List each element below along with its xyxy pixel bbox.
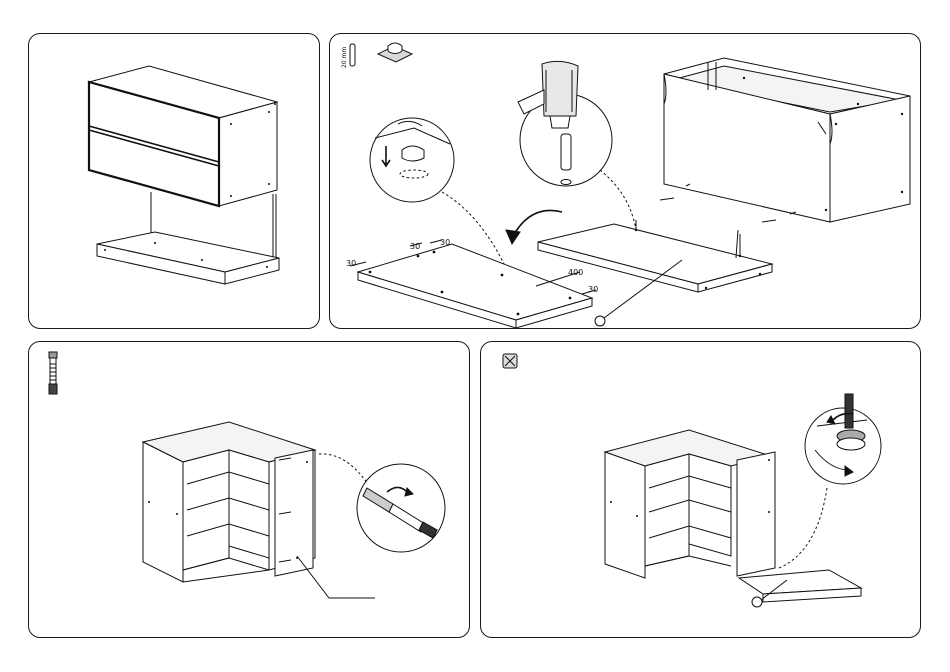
dowel-assembly-illustration: 20 mm: [330, 34, 921, 329]
step-panel-2: 20 mm: [329, 33, 921, 329]
dim-edge-30-mid: 30: [410, 242, 420, 251]
connector-bolt-icon: [49, 352, 57, 394]
dim-edge-30-left: 30: [346, 259, 356, 268]
dim-length-400: 400: [568, 268, 583, 277]
step-panel-4: [480, 341, 921, 638]
felt-pad-icon: [378, 43, 412, 62]
dim-edge-30-end: 30: [588, 285, 598, 294]
cam-lock-illustration: [481, 342, 921, 638]
screw-length-label: 20 mm: [341, 47, 348, 68]
flip-arrow-icon: [512, 210, 562, 238]
dim-edge-30-right: 30: [440, 238, 450, 247]
step-panel-3: [28, 341, 470, 638]
dowel-icon: [350, 44, 355, 66]
detail-circle-screwdriver: [357, 464, 445, 552]
cam-lock-icon: [503, 354, 517, 368]
cabinet-overview-illustration: [29, 34, 320, 329]
connector-bolt-illustration: [29, 342, 470, 638]
step-panel-1: [28, 33, 320, 329]
cabinet-frame: [660, 58, 910, 258]
